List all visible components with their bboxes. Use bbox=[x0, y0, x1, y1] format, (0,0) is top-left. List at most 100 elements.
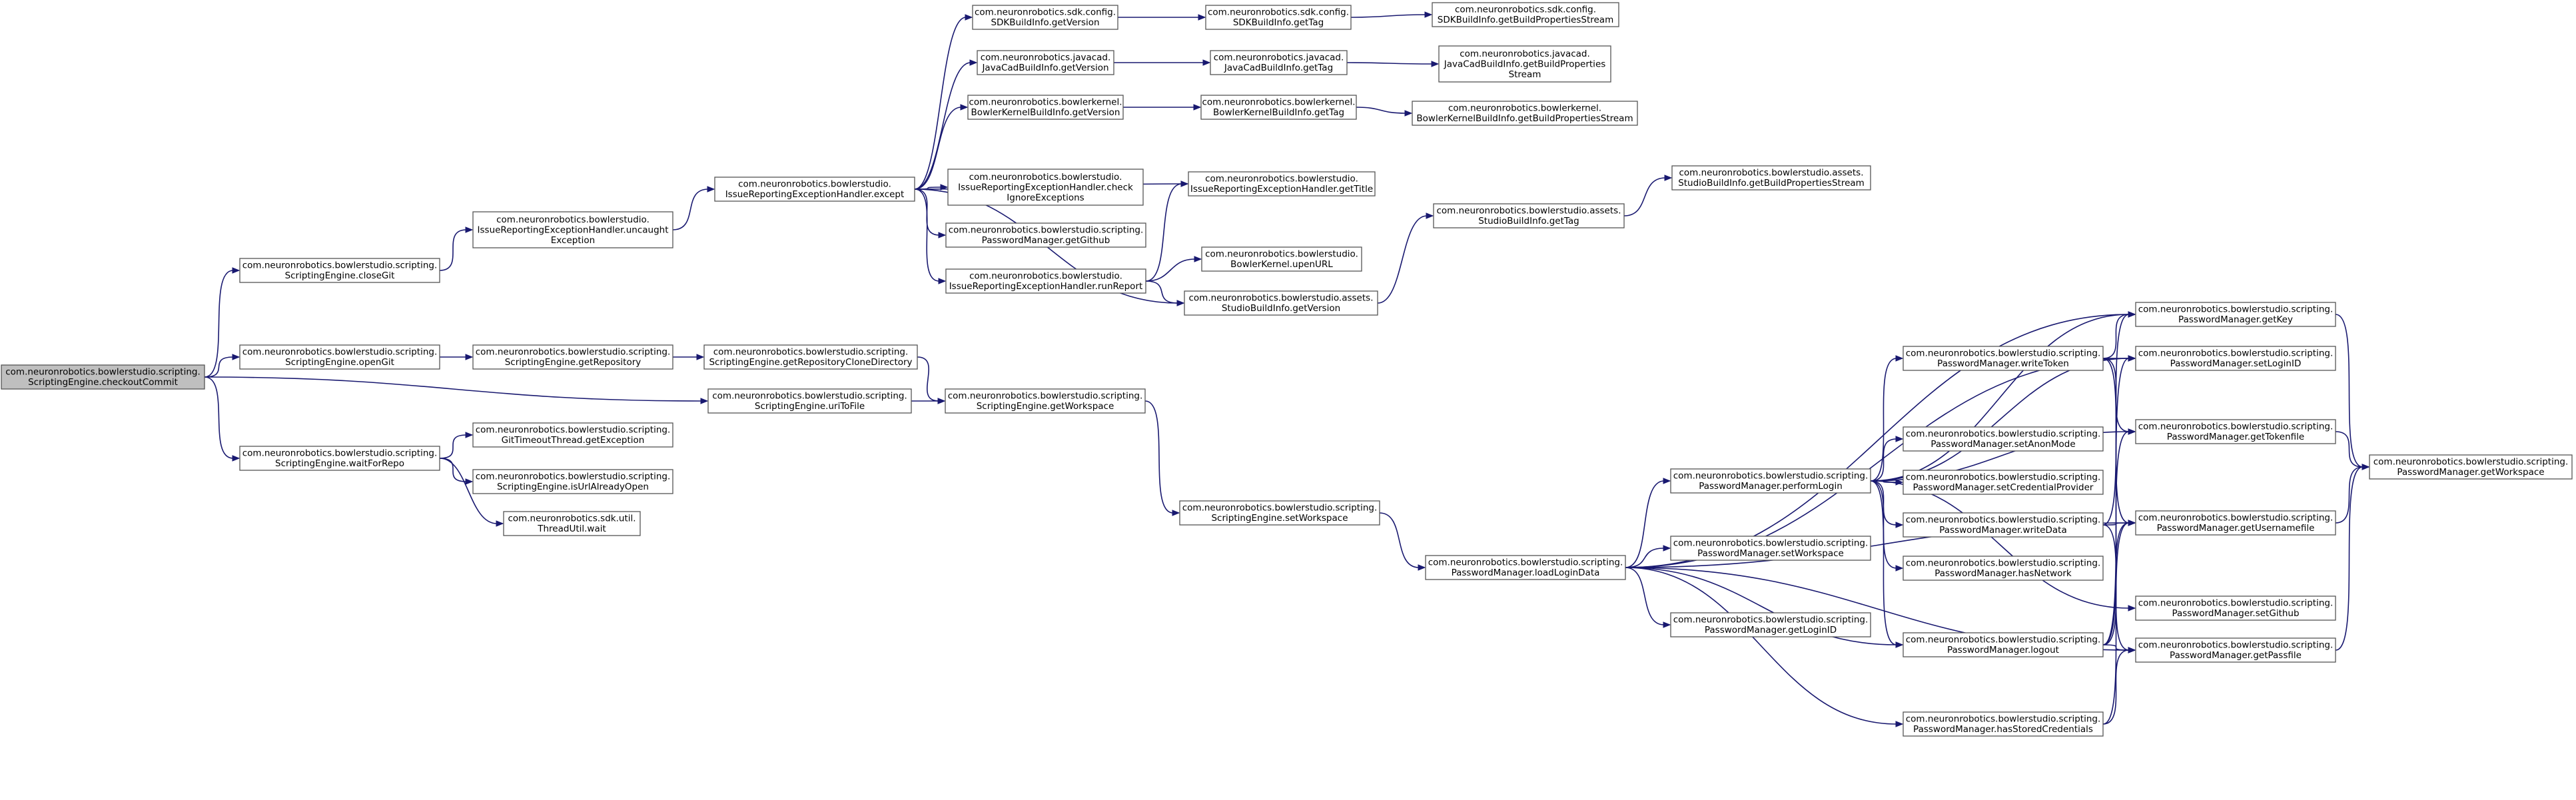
node-jcad-stream[interactable]: com.neuronrobotics.javacad.JavaCadBuildI… bbox=[1438, 45, 1611, 83]
node-label-line: PasswordManager.setCredentialProvider bbox=[1913, 482, 2094, 493]
node-close-git[interactable]: com.neuronrobotics.bowlerstudio.scriptin… bbox=[239, 258, 440, 283]
node-get-key[interactable]: com.neuronrobotics.bowlerstudio.scriptin… bbox=[2135, 302, 2336, 327]
node-uri-to-file[interactable]: com.neuronrobotics.bowlerstudio.scriptin… bbox=[707, 388, 912, 414]
arrowhead-icon bbox=[2128, 647, 2136, 653]
arrowhead-icon bbox=[965, 14, 973, 21]
node-get-title[interactable]: com.neuronrobotics.bowlerstudio.IssueRep… bbox=[1188, 171, 1376, 197]
node-box bbox=[1903, 556, 2104, 581]
node-bk-stream[interactable]: com.neuronrobotics.bowlerkernel.BowlerKe… bbox=[1412, 101, 1638, 126]
node-label-line: PasswordManager.getLoginID bbox=[1705, 625, 1837, 635]
node-set-workspace-se[interactable]: com.neuronrobotics.bowlerstudio.scriptin… bbox=[1179, 500, 1380, 526]
node-set-anon-mode[interactable]: com.neuronrobotics.bowlerstudio.scriptin… bbox=[1903, 426, 2104, 452]
node-label-line: com.neuronrobotics.sdk.config. bbox=[1208, 7, 1349, 18]
node-label-line: com.neuronrobotics.bowlerkernel. bbox=[969, 97, 1122, 108]
node-set-login-id[interactable]: com.neuronrobotics.bowlerstudio.scriptin… bbox=[2135, 346, 2336, 371]
node-label-line: com.neuronrobotics.bowlerstudio.scriptin… bbox=[2138, 422, 2334, 432]
node-pm-get-workspace[interactable]: com.neuronrobotics.bowlerstudio.scriptin… bbox=[2369, 454, 2573, 480]
node-box bbox=[703, 344, 918, 370]
node-get-tokenfile[interactable]: com.neuronrobotics.bowlerstudio.scriptin… bbox=[2135, 419, 2336, 444]
arrowhead-icon bbox=[1418, 564, 1426, 571]
node-jcad-get-tag[interactable]: com.neuronrobotics.javacad.JavaCadBuildI… bbox=[1210, 50, 1348, 75]
node-get-login-id[interactable]: com.neuronrobotics.bowlerstudio.scriptin… bbox=[1670, 612, 1871, 637]
node-write-data[interactable]: com.neuronrobotics.bowlerstudio.scriptin… bbox=[1903, 512, 2104, 538]
node-set-github[interactable]: com.neuronrobotics.bowlerstudio.scriptin… bbox=[2135, 596, 2336, 621]
node-set-cred-prov[interactable]: com.neuronrobotics.bowlerstudio.scriptin… bbox=[1903, 470, 2104, 495]
node-label-line: com.neuronrobotics.bowlerstudio.scriptin… bbox=[948, 391, 1143, 402]
arrowhead-icon bbox=[465, 478, 474, 485]
node-upen-url[interactable]: com.neuronrobotics.bowlerstudio.BowlerKe… bbox=[1201, 246, 1362, 272]
call-edge-wait-for-repo-to-thread-wait bbox=[439, 458, 498, 524]
node-studio-get-tag[interactable]: com.neuronrobotics.bowlerstudio.assets.S… bbox=[1433, 203, 1625, 228]
node-sdk-get-tag[interactable]: com.neuronrobotics.sdk.config.SDKBuildIn… bbox=[1205, 5, 1352, 30]
node-has-stored[interactable]: com.neuronrobotics.bowlerstudio.scriptin… bbox=[1903, 711, 2104, 737]
arrowhead-icon bbox=[465, 226, 474, 233]
node-get-passfile[interactable]: com.neuronrobotics.bowlerstudio.scriptin… bbox=[2135, 637, 2336, 663]
node-label-line: com.neuronrobotics.bowlerstudio.assets. bbox=[1679, 168, 1863, 179]
node-label-line: PasswordManager.getUsernamefile bbox=[2157, 523, 2315, 534]
node-sdk-stream[interactable]: com.neuronrobotics.sdk.config.SDKBuildIn… bbox=[1432, 2, 1619, 27]
node-box bbox=[239, 258, 440, 283]
node-except[interactable]: com.neuronrobotics.bowlerstudio.IssueRep… bbox=[714, 177, 915, 202]
call-edge-run-report-to-upen-url bbox=[1145, 258, 1196, 282]
node-get-workspace[interactable]: com.neuronrobotics.bowlerstudio.scriptin… bbox=[945, 388, 1146, 414]
node-label-line: ScriptingEngine.getRepositoryCloneDirect… bbox=[709, 357, 912, 368]
node-label-line: com.neuronrobotics.bowlerstudio.scriptin… bbox=[476, 347, 671, 358]
node-label-line: com.neuronrobotics.bowlerkernel. bbox=[1202, 97, 1355, 108]
call-edge-checkout-to-uri-to-file bbox=[204, 376, 702, 402]
node-write-token[interactable]: com.neuronrobotics.bowlerstudio.scriptin… bbox=[1903, 346, 2104, 371]
node-uncaught[interactable]: com.neuronrobotics.bowlerstudio.IssueRep… bbox=[472, 211, 673, 248]
node-jcad-get-version[interactable]: com.neuronrobotics.javacad.JavaCadBuildI… bbox=[977, 50, 1114, 75]
arrowhead-icon bbox=[2128, 428, 2136, 435]
arrowhead-icon bbox=[1663, 621, 1671, 628]
node-get-usernamefile[interactable]: com.neuronrobotics.bowlerstudio.scriptin… bbox=[2135, 510, 2336, 536]
node-label-line: PasswordManager.getWorkspace bbox=[2397, 467, 2544, 478]
node-load-login-data[interactable]: com.neuronrobotics.bowlerstudio.scriptin… bbox=[1425, 555, 1626, 580]
nodes-layer: com.neuronrobotics.bowlerstudio.scriptin… bbox=[1, 2, 2573, 737]
node-bk-get-tag[interactable]: com.neuronrobotics.bowlerkernel.BowlerKe… bbox=[1200, 95, 1357, 120]
node-check-ignore[interactable]: com.neuronrobotics.bowlerstudio.IssueRep… bbox=[947, 169, 1144, 206]
node-label-line: com.neuronrobotics.javacad. bbox=[1460, 49, 1590, 59]
node-studio-stream[interactable]: com.neuronrobotics.bowlerstudio.assets.S… bbox=[1671, 165, 1871, 191]
node-checkout[interactable]: com.neuronrobotics.bowlerstudio.scriptin… bbox=[1, 364, 205, 390]
node-label-line: JavaCadBuildInfo.getTag bbox=[1224, 63, 1333, 73]
node-thread-wait[interactable]: com.neuronrobotics.sdk.util.ThreadUtil.w… bbox=[503, 511, 641, 536]
node-get-repo-clone[interactable]: com.neuronrobotics.bowlerstudio.scriptin… bbox=[703, 344, 918, 370]
node-box bbox=[1188, 171, 1376, 197]
node-git-timeout[interactable]: com.neuronrobotics.bowlerstudio.scriptin… bbox=[472, 422, 673, 448]
node-wait-for-repo[interactable]: com.neuronrobotics.bowlerstudio.scriptin… bbox=[239, 446, 440, 471]
node-pm-get-github[interactable]: com.neuronrobotics.bowlerstudio.scriptin… bbox=[945, 222, 1146, 248]
node-bk-get-version[interactable]: com.neuronrobotics.bowlerkernel.BowlerKe… bbox=[967, 95, 1124, 120]
arrowhead-icon bbox=[707, 186, 715, 193]
node-label-line: ScriptingEngine.getRepository bbox=[505, 357, 642, 368]
node-label-line: GitTimeoutThread.getException bbox=[502, 435, 645, 446]
node-label-line: com.neuronrobotics.bowlerstudio.scriptin… bbox=[1673, 538, 1869, 549]
node-logout[interactable]: com.neuronrobotics.bowlerstudio.scriptin… bbox=[1903, 632, 2104, 657]
node-sdk-get-version[interactable]: com.neuronrobotics.sdk.config.SDKBuildIn… bbox=[972, 5, 1118, 30]
node-label-line: BowlerKernel.upenURL bbox=[1230, 259, 1333, 270]
node-studio-get-version[interactable]: com.neuronrobotics.bowlerstudio.assets.S… bbox=[1184, 290, 1378, 316]
node-label-line: SDKBuildInfo.getTag bbox=[1233, 17, 1324, 28]
node-get-repository[interactable]: com.neuronrobotics.bowlerstudio.scriptin… bbox=[472, 344, 673, 370]
node-box bbox=[1670, 468, 1871, 494]
call-edge-get-key-to-pm-get-workspace bbox=[2335, 314, 2363, 468]
node-box bbox=[239, 344, 440, 370]
node-set-workspace-pm[interactable]: com.neuronrobotics.bowlerstudio.scriptin… bbox=[1670, 536, 1871, 561]
node-open-git[interactable]: com.neuronrobotics.bowlerstudio.scriptin… bbox=[239, 344, 440, 370]
arrowhead-icon bbox=[1202, 59, 1211, 66]
node-run-report[interactable]: com.neuronrobotics.bowlerstudio.IssueRep… bbox=[945, 268, 1146, 294]
node-label-line: com.neuronrobotics.javacad. bbox=[1214, 53, 1344, 63]
node-label-line: ScriptingEngine.checkoutCommit bbox=[28, 377, 178, 388]
node-box bbox=[1670, 536, 1871, 561]
arrowhead-icon bbox=[1426, 212, 1434, 219]
node-is-url-open[interactable]: com.neuronrobotics.bowlerstudio.scriptin… bbox=[472, 469, 673, 494]
arrowhead-icon bbox=[969, 59, 978, 66]
node-has-network[interactable]: com.neuronrobotics.bowlerstudio.scriptin… bbox=[1903, 556, 2104, 581]
node-perform-login[interactable]: com.neuronrobotics.bowlerstudio.scriptin… bbox=[1670, 468, 1871, 494]
node-label-line: PasswordManager.writeToken bbox=[1937, 358, 2069, 369]
arrowhead-icon bbox=[1198, 14, 1206, 21]
node-box bbox=[2135, 302, 2336, 327]
arrowhead-icon bbox=[1895, 721, 1904, 727]
call-edge-except-to-run-report bbox=[914, 189, 940, 282]
arrowhead-icon bbox=[1404, 110, 1413, 117]
node-box bbox=[714, 177, 915, 202]
